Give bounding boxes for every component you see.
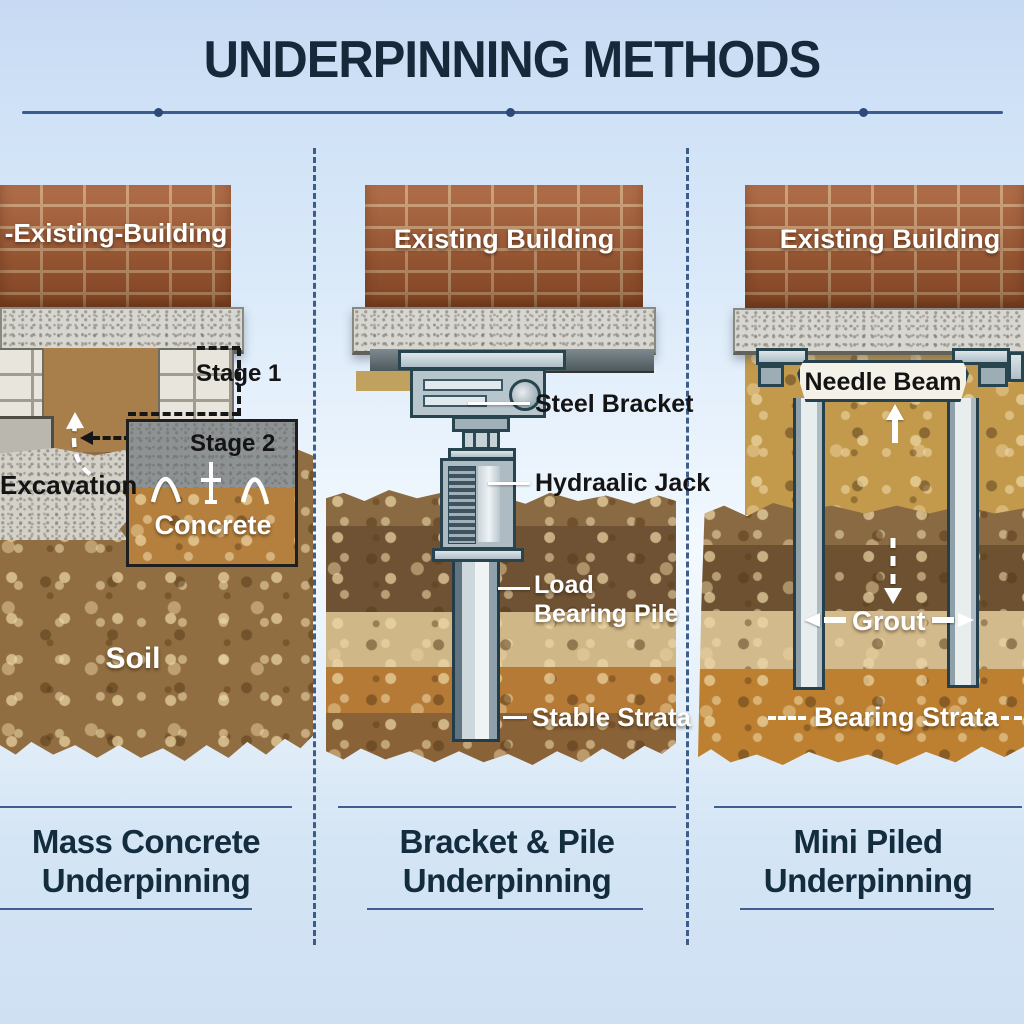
block-wall-right xyxy=(158,348,234,422)
concrete-footing xyxy=(733,308,1024,355)
divider-dot xyxy=(859,108,868,117)
caption-line-2: Underpinning xyxy=(763,862,973,899)
caption-rule-top xyxy=(338,806,676,808)
page-title: UNDERPINNING METHODS xyxy=(203,31,822,89)
bearing-strata-dash-left xyxy=(768,716,806,720)
beam-bracket-right-lower xyxy=(978,365,1008,387)
building-label: Existing Building xyxy=(393,224,615,254)
bracket-rail xyxy=(423,379,503,391)
soil-layer-bottom xyxy=(326,713,676,765)
concrete-label: Concrete xyxy=(154,510,272,540)
beam-bracket-left xyxy=(756,348,808,365)
building-label: Existing Building xyxy=(779,224,1001,254)
caption-rule-top xyxy=(0,806,292,808)
bearing-strata-label: Bearing Strata xyxy=(814,702,999,732)
pin xyxy=(487,433,490,447)
concrete-footing xyxy=(352,307,656,355)
stage1-dash-side xyxy=(237,348,241,416)
ground-ledge xyxy=(356,371,426,391)
pile-pointer xyxy=(498,587,530,590)
compaction-arrows-icon xyxy=(150,462,270,505)
grout-label: Grout xyxy=(852,606,926,636)
soil-layer-orange xyxy=(326,667,676,713)
load-bearing-pile-label-2: Bearing Pile xyxy=(534,600,679,628)
steel-bracket-pointer xyxy=(468,402,530,405)
steel-bracket-label: Steel Bracket xyxy=(535,390,694,418)
grout-pointer-left-icon xyxy=(804,613,846,627)
caption-rule-bottom xyxy=(367,908,643,910)
steel-bracket-body xyxy=(410,368,546,418)
mini-pile-right xyxy=(947,398,979,688)
soil-layers xyxy=(326,490,676,765)
bearing-strata-dash-right xyxy=(988,716,1022,720)
steel-bracket xyxy=(398,350,566,370)
load-bearing-pile-label-1: Load xyxy=(534,571,594,599)
pin xyxy=(473,433,476,447)
load-bearing-pile xyxy=(452,556,500,742)
caption-bracket-pile: Bracket & Pile Underpinning xyxy=(338,822,676,900)
beam-bracket-edge xyxy=(1008,352,1024,382)
caption-mini-piled: Mini Piled Underpinning xyxy=(714,822,1022,900)
title-divider-line xyxy=(22,108,1003,117)
jack-pointer xyxy=(488,482,530,485)
caption-line-1: Mass Concrete xyxy=(31,823,261,860)
excavation-label: Excavation xyxy=(0,470,138,500)
bracket-pins xyxy=(462,430,500,450)
stable-strata-label: Stable Strata xyxy=(532,702,691,732)
caption-rule-bottom xyxy=(740,908,994,910)
brick-wall xyxy=(365,185,643,308)
up-arrow-icon xyxy=(886,404,904,443)
strata-pointer xyxy=(503,716,527,719)
brick-wall xyxy=(745,185,1024,308)
soil-layer-light xyxy=(326,612,676,667)
caption-line-1: Mini Piled xyxy=(793,823,943,860)
excavation-area xyxy=(0,448,136,540)
jack-ribs xyxy=(448,466,476,544)
caption-line-2: Underpinning xyxy=(41,862,251,899)
stage2-box xyxy=(126,419,298,567)
caption-line-1: Bracket & Pile xyxy=(399,823,615,860)
caption-mass-concrete: Mass Concrete Underpinning xyxy=(0,822,292,900)
caption-rule-bottom xyxy=(0,908,252,910)
stage-dash-mid xyxy=(128,412,240,416)
jack-base-flange xyxy=(432,548,524,562)
stage-dash-arrow-line xyxy=(92,436,132,440)
up-curved-arrow-icon xyxy=(66,412,92,476)
grout-pointer-right-icon xyxy=(932,613,974,627)
left-arrowhead-icon xyxy=(80,431,93,445)
building-label: -Existing-Building xyxy=(4,218,228,248)
stage1-label: Stage 1 xyxy=(196,360,282,387)
stage1-dash-top xyxy=(197,346,240,350)
bracket-rail xyxy=(423,395,487,407)
caption-line-2: Underpinning xyxy=(402,862,612,899)
down-dashed-arrow-icon xyxy=(884,538,902,604)
stage2-label: Stage 2 xyxy=(190,430,276,457)
beam-bracket-left-lower xyxy=(758,365,784,387)
needle-beam xyxy=(797,360,969,402)
divider-dot xyxy=(506,108,515,117)
panel-divider-left xyxy=(313,148,316,945)
caption-rule-top xyxy=(714,806,1022,808)
panel-divider-right xyxy=(686,148,689,945)
soil-label: Soil xyxy=(105,642,161,675)
jack-piston xyxy=(478,466,500,542)
hydraulic-jack xyxy=(440,458,516,550)
bracket-hub xyxy=(509,379,541,411)
brick-wall xyxy=(0,185,231,308)
mini-pile-left xyxy=(793,398,825,690)
strata-bearing xyxy=(698,669,1024,765)
needle-beam-label: Needle Beam xyxy=(804,368,962,396)
hydraulic-jack-label: Hydraalic Jack xyxy=(535,469,711,497)
divider-dot xyxy=(154,108,163,117)
